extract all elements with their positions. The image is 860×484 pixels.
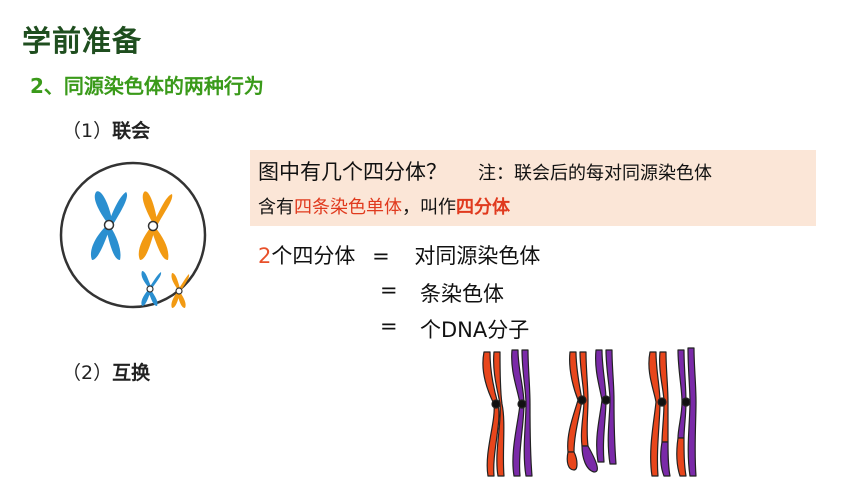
section-number: （1）	[62, 120, 113, 142]
blue-chromosome-large	[90, 191, 128, 260]
note-term: 四分体	[456, 197, 510, 218]
crossing-over-illustration	[482, 347, 697, 477]
note-line-1: 注：联会后的每对同源染色体	[478, 163, 712, 184]
homologous-pairs-blank: 对同源染色体	[414, 244, 541, 268]
note-middle: ，叫作	[402, 197, 456, 218]
tetrad-question: 图中有几个四分体？	[258, 160, 447, 184]
note-line-2: 含有四条染色单体，叫作四分体	[258, 193, 510, 219]
tetrad-count: 2	[258, 244, 272, 268]
equals-sign: =	[380, 278, 398, 302]
chromosome-pair-3	[648, 347, 697, 477]
equals-sign: =	[380, 314, 398, 338]
tetrad-unit: 个四分体	[271, 244, 356, 268]
orange-chromosome-large	[138, 191, 173, 260]
dna-count-blank: 个DNA分子	[420, 318, 530, 342]
equals-sign: =	[372, 244, 390, 268]
section-label: 联会	[112, 120, 151, 142]
section-label: 互换	[112, 362, 151, 384]
equation-line-1: 2个四分体 = 对同源染色体	[258, 240, 540, 270]
section-number: （2）	[62, 362, 113, 384]
tetrad-note-box: 图中有几个四分体？ 注：联会后的每对同源染色体 含有四条染色单体，叫作四分体	[250, 150, 816, 226]
orange-chromosome-small	[171, 273, 190, 308]
chromosome-count-blank: 条染色体	[420, 282, 504, 306]
section-subtitle: 2、同源染色体的两种行为	[30, 74, 264, 98]
page-title: 学前准备	[22, 24, 143, 58]
cell-tetrads-illustration	[59, 161, 207, 309]
section-synapsis: （1）联会	[62, 116, 150, 143]
note-highlight: 四条染色单体	[294, 197, 402, 218]
chromosome-pair-1	[482, 349, 533, 477]
blue-chromosome-small	[141, 271, 162, 306]
section-crossing-over: （2）互换	[62, 358, 150, 385]
note-prefix: 含有	[258, 197, 294, 218]
chromosome-pair-2	[566, 349, 617, 473]
